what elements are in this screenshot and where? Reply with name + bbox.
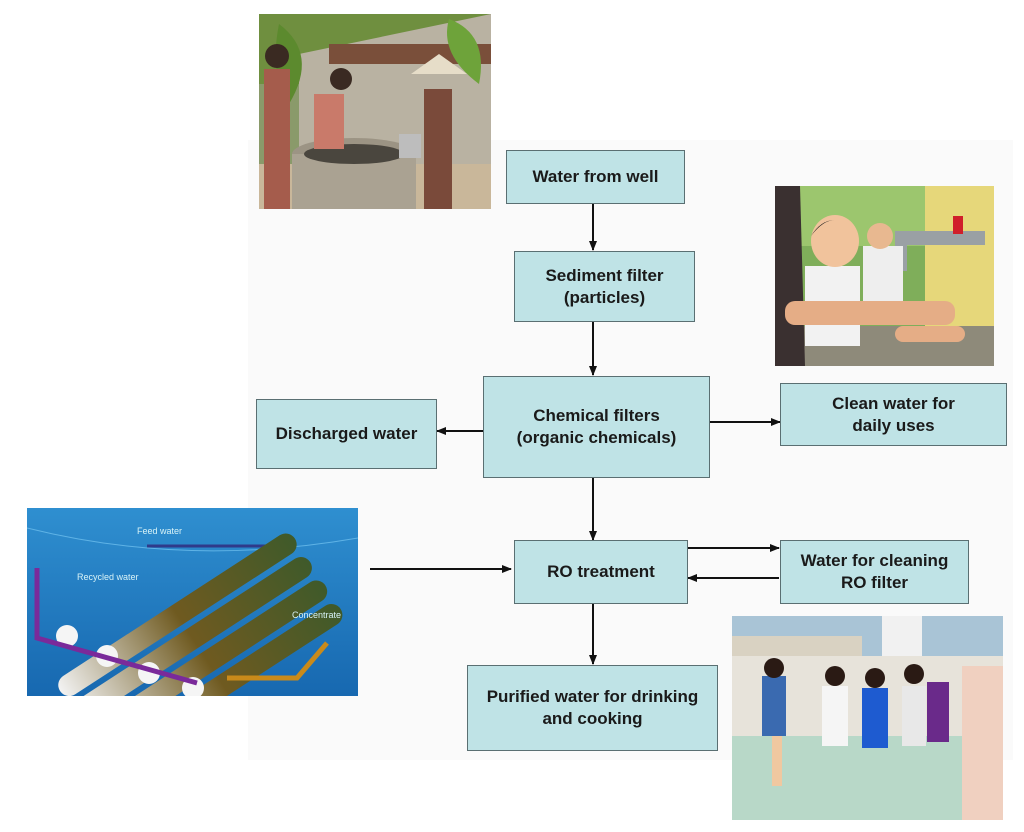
well-photo (259, 14, 491, 209)
node-water-for-cleaning: Water for cleaning RO filter (780, 540, 969, 604)
node-discharged-water: Discharged water (256, 399, 437, 469)
node-ro-treatment: RO treatment (514, 540, 688, 604)
node-purified-water: Purified water for drinking and cooking (467, 665, 718, 751)
node-clean-water: Clean water for daily uses (780, 383, 1007, 446)
handwashing-photo (775, 186, 994, 366)
node-water-from-well: Water from well (506, 150, 685, 204)
node-chemical-filters: Chemical filters (organic chemicals) (483, 376, 710, 478)
feed-water-label: Feed water (137, 526, 182, 536)
ro-membrane-illustration: Feed water Recycled water Concentrate (27, 508, 358, 696)
concentrate-label: Concentrate (292, 610, 341, 620)
children-drinking-photo (732, 616, 1003, 820)
recycled-water-label: Recycled water (77, 572, 139, 582)
node-sediment-filter: Sediment filter (particles) (514, 251, 695, 322)
